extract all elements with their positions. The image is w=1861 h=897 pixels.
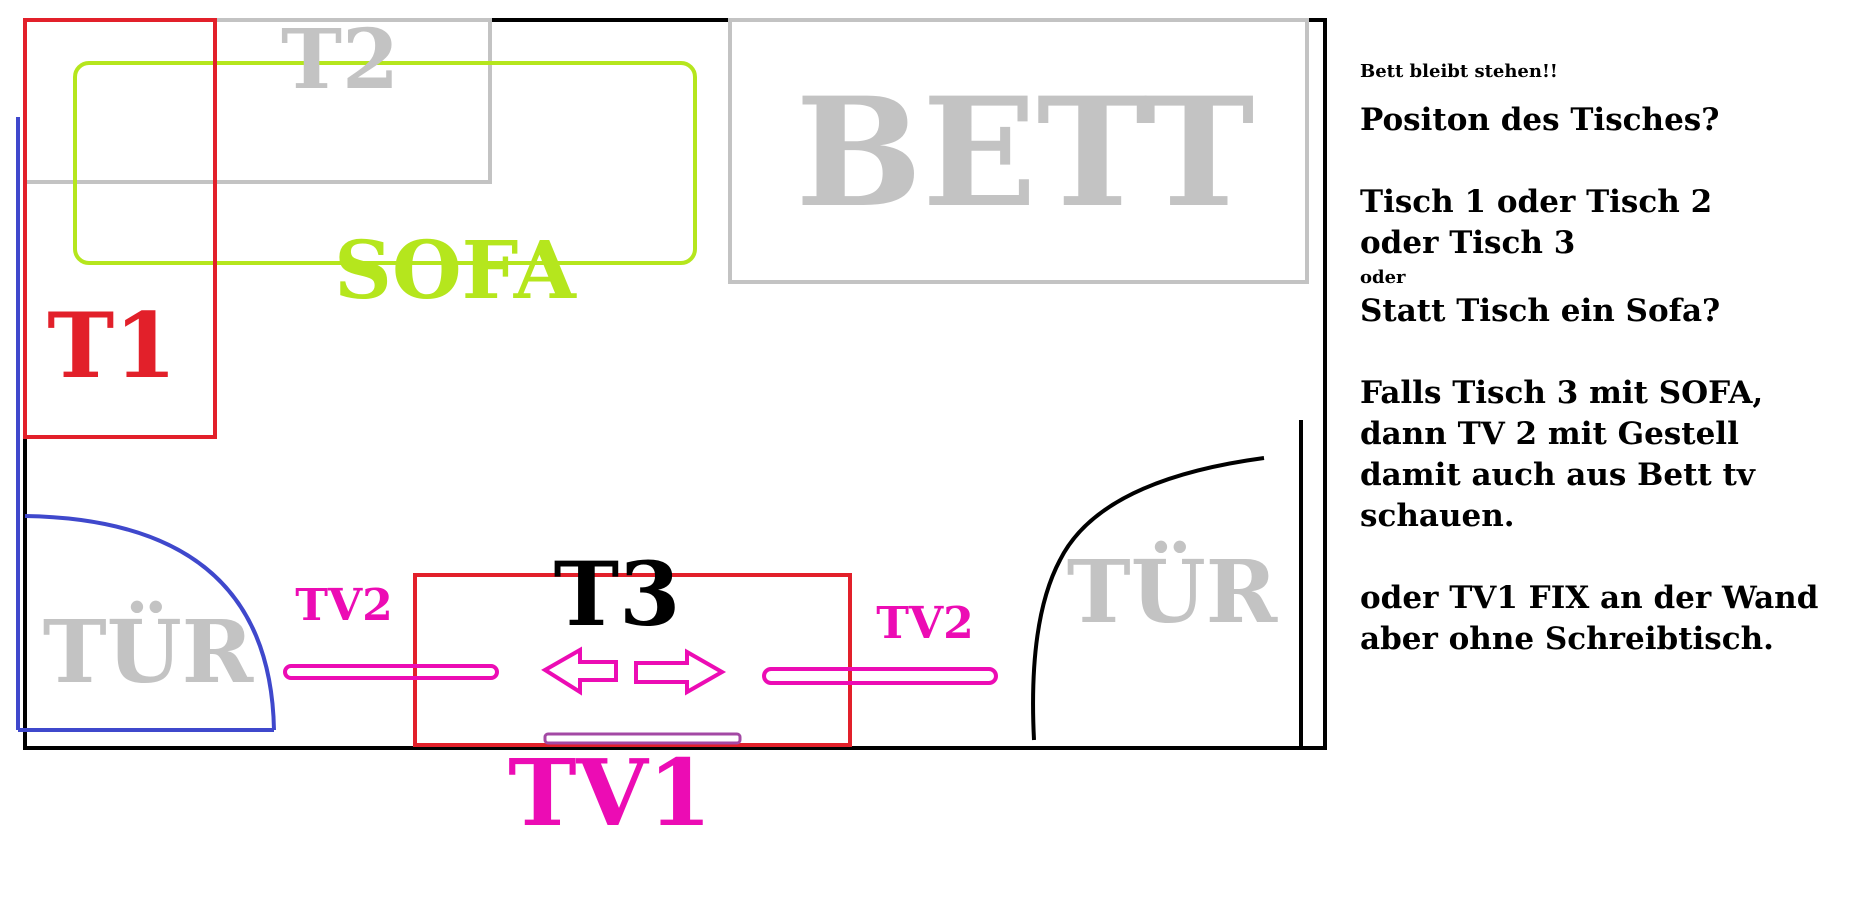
label-tv1: TV1 xyxy=(508,739,712,847)
note-tv1-fix: oder TV1 FIX an der Wand xyxy=(1360,580,1819,616)
sofa-outline xyxy=(73,61,697,265)
left-door-swing xyxy=(24,514,276,731)
label-t3: T3 xyxy=(554,542,681,646)
label-t1: T1 xyxy=(47,293,177,399)
note-from-bed: damit auch aus Bett tv xyxy=(1360,457,1755,493)
label-bett: BETT xyxy=(795,65,1254,241)
label-tuer-left: TÜR xyxy=(43,600,254,703)
note-bed-stays: Bett bleibt stehen!! xyxy=(1360,61,1558,82)
tv2-right-bar xyxy=(762,667,998,685)
table-t2 xyxy=(23,18,492,184)
label-tv2-left: TV2 xyxy=(295,580,393,631)
label-t2: T2 xyxy=(281,12,399,108)
note-if-table3: Falls Tisch 3 mit SOFA, xyxy=(1360,375,1764,411)
bed-outline xyxy=(728,18,1309,284)
tv2-left-bar xyxy=(283,664,499,680)
right-door-swing xyxy=(1031,456,1265,741)
arrow-left-icon xyxy=(541,646,618,696)
note-table-options: Tisch 1 oder Tisch 2 xyxy=(1360,184,1713,220)
arrow-right-icon xyxy=(634,648,727,696)
label-tv2-right: TV2 xyxy=(876,598,974,649)
table-t1 xyxy=(23,18,217,439)
note-table-position: Positon des Tisches? xyxy=(1360,102,1720,138)
label-tuer-right: TÜR xyxy=(1067,540,1278,643)
label-sofa: SOFA xyxy=(334,223,577,317)
note-watch: schauen. xyxy=(1360,498,1515,534)
notes-panel: Bett bleibt stehen!! Positon des Tisches… xyxy=(1360,58,1850,660)
note-gap xyxy=(1360,537,1850,578)
note-gap xyxy=(1360,141,1850,182)
note-or: oder xyxy=(1360,267,1406,288)
note-table-three: oder Tisch 3 xyxy=(1360,225,1576,261)
note-gap xyxy=(1360,332,1850,373)
note-no-desk: aber ohne Schreibtisch. xyxy=(1360,621,1774,657)
tv1-bar xyxy=(543,732,742,745)
note-tv2-stand: dann TV 2 mit Gestell xyxy=(1360,416,1739,452)
table-t3 xyxy=(413,573,852,747)
note-sofa-question: Statt Tisch ein Sofa? xyxy=(1360,293,1721,329)
